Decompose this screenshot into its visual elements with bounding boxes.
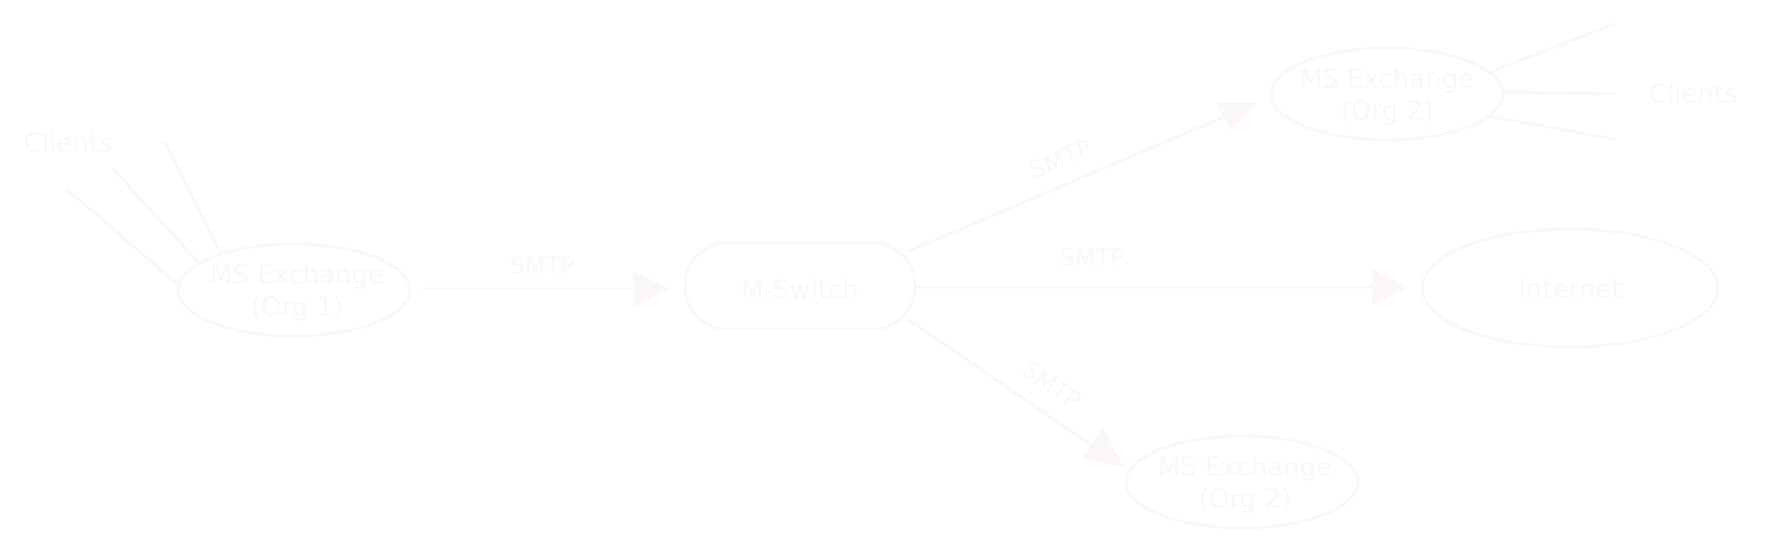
node-internet-label: Internet <box>1518 275 1621 305</box>
clients-right-label: Clients <box>1649 80 1738 110</box>
node-org2bottom-shape <box>1124 434 1360 530</box>
edge-mswitch-internet-arrowhead <box>1372 269 1408 305</box>
node-internet[interactable]: Internet <box>1420 227 1720 349</box>
client-line-left-1 <box>66 188 179 286</box>
node-org2top-label-line2: (Org 2) <box>1341 97 1433 127</box>
node-org2bottom-label-line1: MS Exchange <box>1158 453 1332 483</box>
node-org1-label-line1: MS Exchange <box>210 261 384 291</box>
node-ms-exchange-org1[interactable]: MS Exchange (Org 1) <box>176 242 412 338</box>
edge-mswitch-org2bottom-line <box>907 318 1102 453</box>
node-org2bottom-label-line2: (Org 2) <box>1199 485 1291 515</box>
edge-mswitch-org2top-arrowhead <box>1216 103 1257 131</box>
edge-mswitch-to-org2-bottom: SMTP <box>907 318 1124 467</box>
client-line-right-2 <box>1500 90 1616 96</box>
node-m-switch[interactable]: M-Switch <box>683 241 917 331</box>
node-org1-label-line2: (Org 1) <box>251 293 343 323</box>
node-mswitch-shape <box>683 241 917 331</box>
node-org1-shape <box>176 242 412 338</box>
node-org2top-shape <box>1269 46 1505 142</box>
edge-mswitch-to-org2-top: SMTP <box>907 103 1257 253</box>
node-org2top-label-line1: MS Exchange <box>1300 65 1474 95</box>
edge-mswitch-org2top-line <box>907 110 1238 253</box>
edge-mswitch-org2bottom-label: SMTP <box>1017 355 1087 415</box>
edge-org1-mswitch-label: SMTP <box>509 252 574 280</box>
edge-org1-to-mswitch: SMTP <box>421 252 669 307</box>
client-line-right-1 <box>1488 22 1616 74</box>
edge-mswitch-org2bottom-arrowhead <box>1081 428 1124 467</box>
right-clients-group: Clients <box>1486 22 1738 141</box>
node-internet-shape <box>1420 227 1720 349</box>
edge-mswitch-internet-label: SMTP <box>1059 244 1124 272</box>
node-mswitch-label: M-Switch <box>741 276 859 306</box>
edge-mswitch-to-internet: SMTP <box>915 244 1408 305</box>
edge-org1-mswitch-arrowhead <box>633 271 669 307</box>
node-ms-exchange-org2-top[interactable]: MS Exchange (Org 2) <box>1269 46 1505 142</box>
client-line-left-3 <box>164 141 224 257</box>
left-clients-group: Clients <box>24 129 224 286</box>
node-ms-exchange-org2-bottom[interactable]: MS Exchange (Org 2) <box>1124 434 1360 530</box>
client-line-left-2 <box>112 168 201 265</box>
clients-left-label: Clients <box>24 129 113 159</box>
client-line-right-3 <box>1486 114 1616 141</box>
